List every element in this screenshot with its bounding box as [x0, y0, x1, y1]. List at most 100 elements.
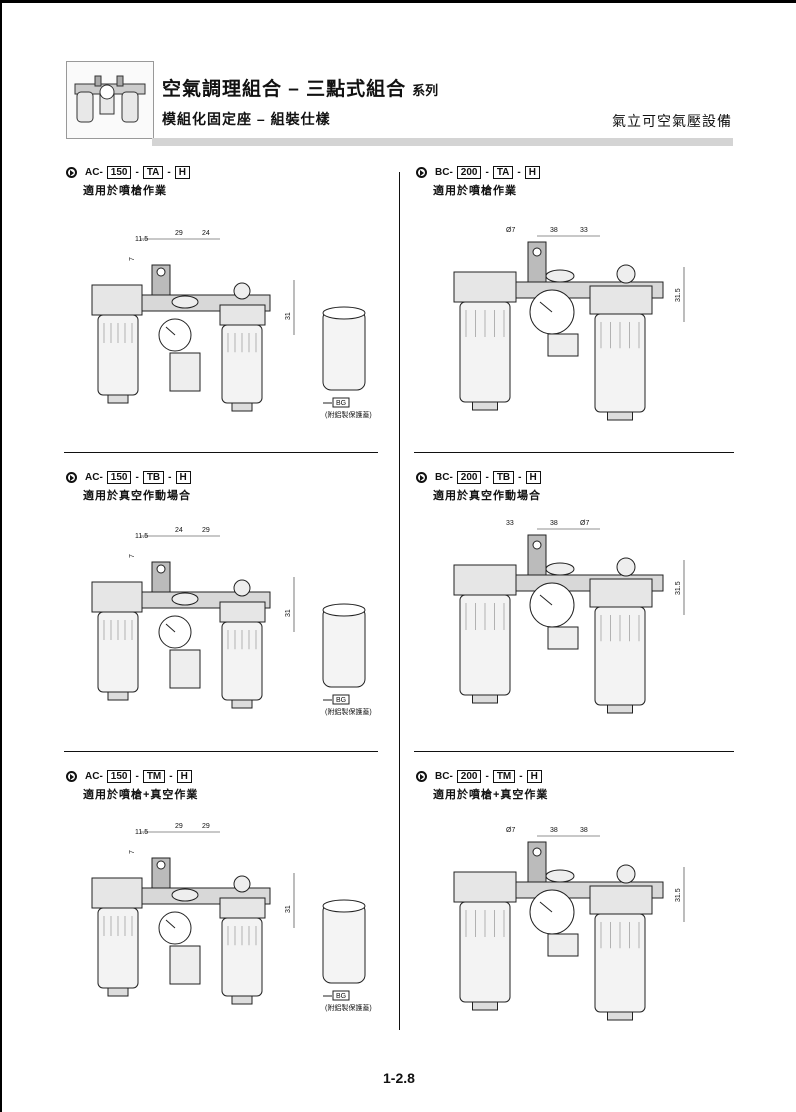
bg-note: (附鋁製保護蓋) — [325, 707, 372, 716]
gauge-needle — [539, 301, 553, 313]
filter-drain — [472, 401, 498, 411]
page-top-rule — [0, 0, 796, 3]
separator: - — [168, 472, 172, 483]
bracket-hole — [532, 847, 542, 857]
dimension-label: 31 — [285, 905, 292, 913]
filter-drain — [107, 987, 129, 997]
model-size: 150 — [106, 166, 132, 179]
dimension-label: 11.5 — [135, 533, 148, 540]
regulator-bonnet — [169, 352, 201, 392]
filter-head — [91, 284, 143, 316]
oil-cap — [616, 557, 636, 577]
bowl-rim — [322, 899, 366, 913]
mounting-bracket — [151, 857, 171, 889]
row-divider — [414, 751, 734, 752]
bullet-icon — [416, 472, 427, 483]
filter-drain — [107, 691, 129, 701]
lubricator-drain — [607, 411, 633, 421]
filter-head — [453, 871, 517, 903]
regulator-knob — [171, 888, 199, 902]
filter-drain — [107, 394, 129, 404]
separator: - — [135, 771, 139, 782]
bullet-icon — [416, 771, 427, 782]
separator: - — [135, 167, 139, 178]
model-prefix: AC- — [85, 771, 103, 782]
usage-text: 適用於噴槍+真空作業 — [83, 789, 199, 801]
gauge-needle — [165, 326, 176, 336]
oil-cap — [616, 264, 636, 284]
bg-box — [332, 397, 350, 408]
dimension-label: Ø7 — [506, 827, 515, 834]
lubricator-drain — [231, 995, 253, 1005]
lubricator-drain — [607, 704, 633, 714]
gauge-needle — [165, 919, 176, 929]
model-code: BC-200-TB-H — [416, 471, 541, 484]
suffix-code: H — [525, 471, 541, 484]
lubricator-head — [219, 304, 266, 326]
page-left-rule — [0, 0, 2, 1112]
bg-code: BG — [336, 400, 346, 407]
bg-box — [332, 990, 350, 1001]
dimension-label: 29 — [175, 230, 183, 237]
filter-head — [91, 877, 143, 909]
separator: - — [485, 167, 489, 178]
model-code: AC-150-TB-H — [66, 471, 191, 484]
usage-text: 適用於真空作動場合 — [433, 490, 541, 502]
metal-bowl-guard — [322, 606, 366, 688]
bg-note: (附鋁製保護蓋) — [325, 1003, 372, 1012]
model-prefix: BC- — [435, 771, 453, 782]
regulator-bonnet — [547, 626, 579, 650]
bracket-hole — [156, 267, 166, 277]
bracket-hole — [156, 564, 166, 574]
model-section: BC-200-TM-H 適用於噴槍+真空作業 — [416, 770, 548, 802]
gauge-needle — [539, 594, 553, 606]
regulator-knob — [545, 562, 575, 576]
regulator-knob — [545, 269, 575, 283]
bracket-code: TM — [492, 770, 516, 783]
dimension-label: 38 — [580, 827, 588, 834]
separator: - — [169, 771, 173, 782]
lubricator-head — [219, 601, 266, 623]
oil-cap — [233, 282, 251, 300]
column-divider — [399, 172, 400, 1030]
filter-head — [453, 564, 517, 596]
separator: - — [485, 472, 489, 483]
dimension-label: 24 — [202, 230, 210, 237]
series-label: 系列 — [412, 83, 439, 98]
suffix-code: H — [174, 166, 190, 179]
usage-text: 適用於噴槍作業 — [433, 185, 517, 197]
filter-head — [91, 581, 143, 613]
dimension-label: 7 — [129, 257, 136, 261]
bracket-code: TA — [492, 166, 514, 179]
model-size: 150 — [106, 471, 132, 484]
bg-code: BG — [336, 993, 346, 1000]
bullet-icon — [66, 771, 77, 782]
bracket-code: TB — [142, 471, 165, 484]
dimension-label: 31 — [285, 609, 292, 617]
regulator-bonnet — [169, 649, 201, 689]
oil-cap — [233, 875, 251, 893]
bracket-code: TM — [142, 770, 166, 783]
regulator-bonnet — [547, 333, 579, 357]
bracket-hole — [532, 540, 542, 550]
separator: - — [485, 771, 489, 782]
suffix-code: H — [176, 770, 192, 783]
usage-text: 適用於噴槍+真空作業 — [433, 789, 549, 801]
dimension-label: 33 — [506, 520, 514, 527]
model-code: AC-150-TM-H — [66, 770, 198, 783]
model-size: 150 — [106, 770, 132, 783]
regulator-bonnet — [547, 933, 579, 957]
dimension-label: 33 — [580, 227, 588, 234]
row-divider — [64, 751, 378, 752]
lubricator-head — [219, 897, 266, 919]
regulator-knob — [171, 592, 199, 606]
model-code: AC-150-TA-H — [66, 166, 190, 179]
model-code: BC-200-TM-H — [416, 770, 548, 783]
dimension-label: 29 — [175, 823, 183, 830]
suffix-code: H — [175, 471, 191, 484]
